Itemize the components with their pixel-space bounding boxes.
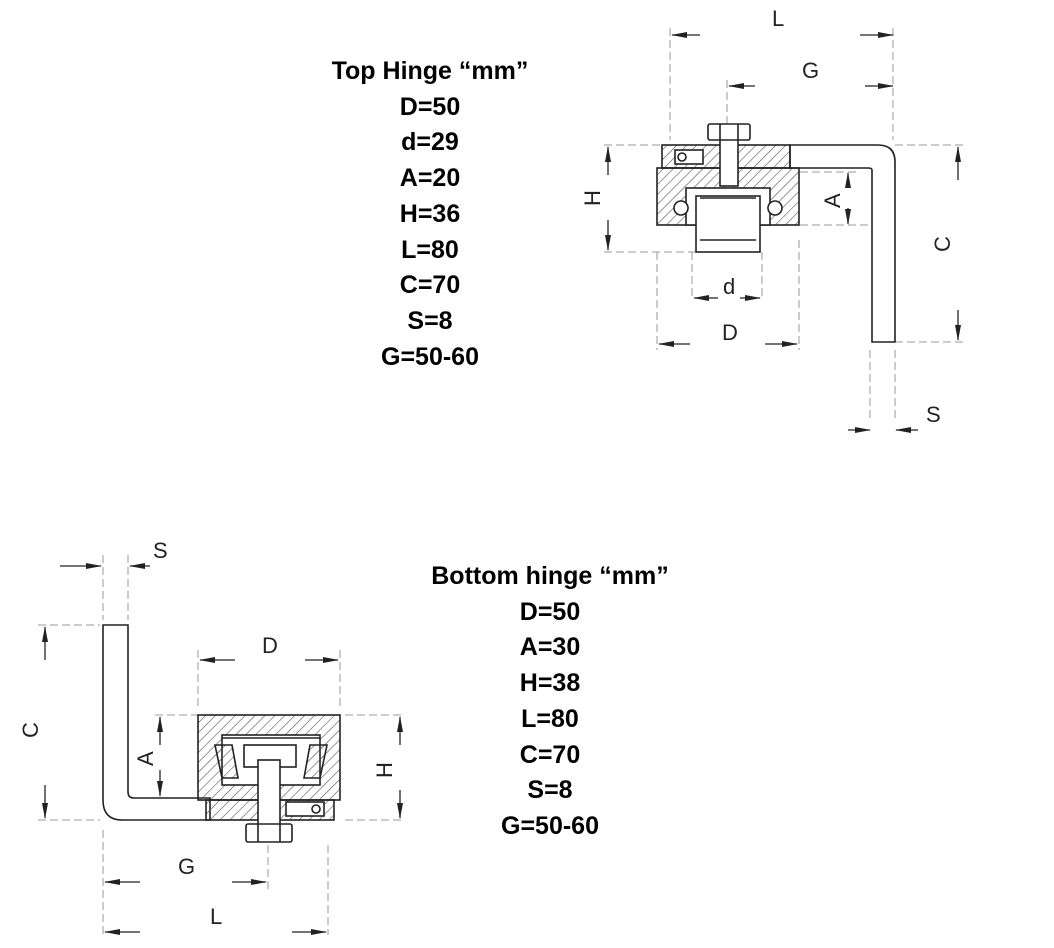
top-label-L: L (772, 6, 784, 31)
top-label-G: G (802, 58, 819, 83)
top-spec-D: D=50 (399, 92, 461, 121)
bottom-label-S: S (153, 538, 168, 563)
bottom-label-D: D (262, 633, 278, 658)
top-shaft (695, 195, 761, 253)
bottom-label-L: L (210, 904, 222, 929)
top-dimensions (605, 32, 961, 433)
top-spec-G: G=50-60 (381, 342, 479, 371)
bottom-spec-A: A=30 (519, 633, 581, 662)
top-spec-A: A=20 (399, 164, 461, 193)
top-spec-C: C=70 (399, 271, 461, 300)
top-label-S: S (926, 402, 941, 427)
bottom-spec-S: S=8 (527, 776, 573, 805)
bottom-hinge-specs: Bottom hinge “mm” D=50 A=30 H=38 L=80 C=… (395, 559, 705, 845)
bottom-label-C: C (18, 722, 43, 738)
bottom-dimensions (42, 563, 403, 935)
top-spec-S: S=8 (407, 306, 453, 335)
top-label-C: C (930, 236, 955, 252)
top-bolt-head (707, 123, 751, 141)
top-hinge-title: Top Hinge “mm” (331, 57, 529, 85)
bottom-spec-D: D=50 (519, 597, 581, 626)
top-label-D: D (722, 320, 738, 345)
top-hinge-specs: Top Hinge “mm” D=50 d=29 A=20 H=36 L=80 … (290, 54, 570, 375)
bottom-spec-C: C=70 (519, 740, 581, 769)
bottom-hinge-title: Bottom hinge “mm” (431, 562, 669, 590)
bottom-spec-H: H=38 (519, 669, 581, 698)
top-spec-d: d=29 (401, 128, 459, 157)
bottom-strap (102, 624, 211, 821)
bottom-spec-G: G=50-60 (501, 811, 599, 840)
top-spec-L: L=80 (401, 235, 459, 264)
top-strap (789, 144, 896, 343)
bottom-hinge-drawing (38, 555, 405, 935)
bottom-bolt-head (245, 823, 293, 843)
bottom-label-A: A (133, 751, 158, 766)
top-label-A: A (820, 193, 845, 208)
bottom-bolt (257, 759, 281, 827)
bottom-extension-lines (38, 555, 405, 935)
bottom-label-G: G (178, 854, 195, 879)
top-hinge-drawing (604, 28, 965, 420)
bottom-spec-L: L=80 (521, 704, 579, 733)
top-spec-H: H=36 (399, 199, 461, 228)
top-label-d: d (723, 274, 735, 299)
top-label-H: H (580, 190, 605, 206)
bottom-label-H: H (372, 762, 397, 778)
